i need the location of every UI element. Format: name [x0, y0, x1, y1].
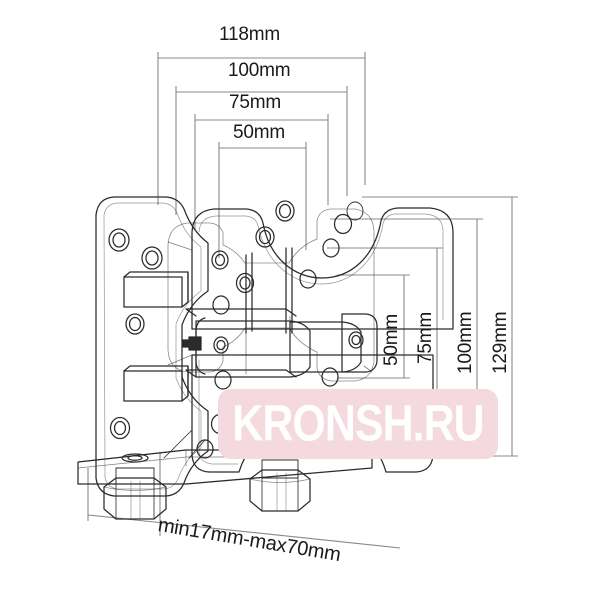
- dimension-label-height-129: 129mm: [490, 311, 511, 374]
- dimension-label-width-50: 50mm: [233, 122, 285, 143]
- dimension-label-width-75: 75mm: [229, 92, 281, 113]
- dimension-label-width-118: 118mm: [219, 24, 280, 45]
- dimension-label-height-50: 50mm: [381, 314, 402, 366]
- dimension-label-height-100: 100mm: [455, 311, 476, 374]
- dimension-label-width-100: 100mm: [228, 60, 291, 81]
- dimension-label-height-75: 75mm: [415, 312, 436, 364]
